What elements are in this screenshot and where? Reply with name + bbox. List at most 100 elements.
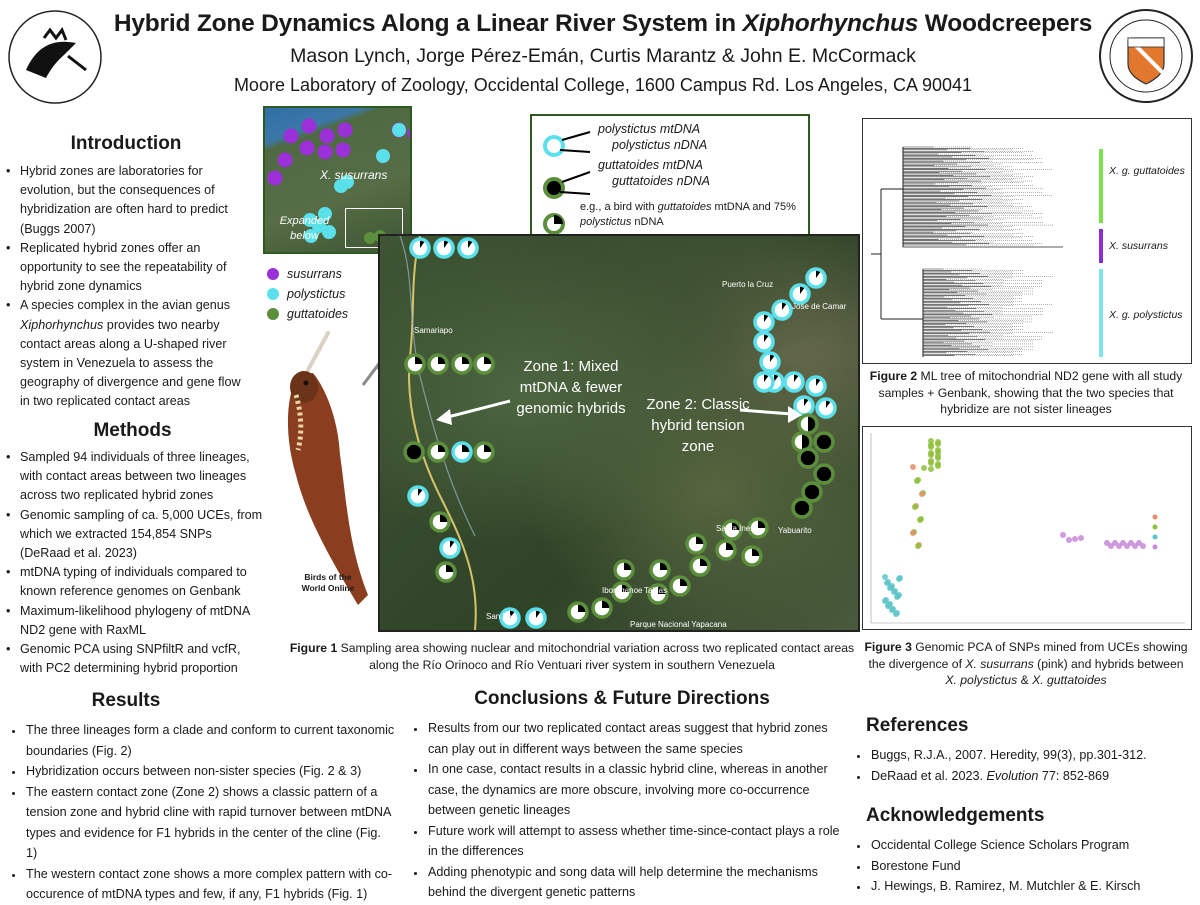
acknowledgements-heading: Acknowledgements (866, 805, 1045, 826)
conclusions-item: Adding phenotypic and song data will hel… (426, 862, 842, 903)
reference-item: Buggs, R.J.A., 2007. Heredity, 99(3), pp… (869, 745, 1195, 766)
sample-marker (499, 607, 521, 629)
methods-item: Genomic sampling of ca. 5,000 UCEs, from… (6, 506, 265, 564)
sample-marker (409, 237, 431, 259)
results-section: Results The three lineages form a clade … (0, 690, 395, 905)
authors: Mason Lynch, Jorge Pérez-Emán, Curtis Ma… (290, 45, 916, 67)
introduction-section: Introduction Hybrid zones are laboratori… (0, 133, 252, 412)
polystictus-dot (267, 288, 279, 300)
results-heading: Results (91, 690, 161, 711)
pca-point (928, 442, 934, 448)
polystictus-point (322, 225, 336, 239)
methods-section: Methods Sampled 94 individuals of three … (0, 420, 265, 678)
pca-point (910, 530, 916, 536)
place-name: Puerto la Cruz (722, 280, 774, 289)
right-logo-seal (1098, 8, 1194, 104)
key-row2-mt: guttatoides mtDNA (598, 158, 703, 172)
acknowledgement-item: Borestone Fund (869, 856, 1195, 877)
main-map: Zone 1: Mixed mtDNA & fewer genomic hybr… (378, 234, 860, 632)
pca-point (887, 585, 893, 591)
conclusions-item: Results from our two replicated contact … (426, 718, 842, 759)
pca-point (928, 466, 934, 472)
sample-marker (669, 575, 691, 597)
sample-marker (647, 583, 669, 605)
pca-point (912, 504, 918, 510)
sample-marker (689, 555, 711, 577)
sample-marker (567, 601, 589, 623)
susurrans-point (283, 128, 299, 144)
pca-point (1066, 537, 1072, 543)
conclusions-section: Conclusions & Future Directions Results … (402, 688, 842, 903)
polystictus-point (392, 123, 406, 137)
place-name: Tablas (644, 586, 668, 595)
place-name: Parque Nacional Yapacana (630, 620, 727, 629)
polystictus-point (318, 207, 332, 221)
sample-marker (407, 485, 429, 507)
inset-label-susurrans: X. susurrans (320, 168, 388, 182)
sample-marker (433, 237, 455, 259)
pca-plot (870, 433, 1185, 624)
results-item: The eastern contact zone (Zone 2) shows … (24, 782, 395, 864)
species-legend-item: guttatoides (267, 304, 377, 324)
sample-marker (805, 267, 827, 289)
sample-marker (801, 481, 823, 503)
place-name: Jose de Camar (792, 302, 847, 311)
figure1-caption: Figure 1 Sampling area showing nuclear a… (289, 641, 855, 672)
ml-tree (871, 146, 1103, 357)
inset-map-points (267, 118, 410, 244)
zone2-label: Zone 2: Classic hybrid tension zone (646, 396, 750, 455)
sample-marker (457, 237, 479, 259)
methods-item: Maximum-likelihood phylogeny of mtDNA ND… (6, 602, 265, 640)
sample-marker (525, 607, 547, 629)
figure3-pca (862, 426, 1192, 630)
guttatoides-dot (267, 308, 279, 320)
poster-title: Hybrid Zone Dynamics Along a Linear Rive… (113, 10, 1093, 37)
sample-marker (715, 539, 737, 561)
pca-point (919, 491, 925, 497)
sample-marker (473, 353, 495, 375)
reference-item: DeRaad et al. 2023. Evolution 77: 852-86… (869, 766, 1195, 787)
susurrans-point (337, 122, 353, 138)
sample-marker (403, 441, 425, 463)
pca-point (1072, 536, 1078, 542)
sample-marker (815, 397, 837, 419)
intro-item: A species complex in the avian genus Xip… (6, 296, 252, 411)
sample-marker (611, 581, 633, 603)
susurrans-point (299, 140, 315, 156)
sample-marker (473, 441, 495, 463)
sample-marker (753, 331, 775, 353)
main-map-points (399, 236, 837, 630)
intro-item: Replicated hybrid zones offer an opportu… (6, 239, 252, 297)
pca-point (1078, 535, 1084, 541)
key-symbols (543, 131, 591, 235)
inset-label-expanded: Expanded below (279, 215, 330, 242)
pca-legend-swatch (1152, 534, 1158, 540)
pca-point (1060, 532, 1066, 538)
sample-marker (793, 395, 815, 417)
clade-label: X. g. polystictus (1109, 309, 1183, 321)
sample-marker (805, 375, 827, 397)
pca-point (910, 464, 916, 470)
sample-marker (429, 511, 451, 533)
intro-item: Hybrid zones are laboratories for evolut… (6, 162, 252, 239)
place-name: Samariapo (414, 326, 453, 335)
genotype-key: polystictus mtDNA polystictus nDNA gutta… (530, 114, 810, 248)
left-logo (6, 8, 104, 106)
methods-item: Genomic PCA using SNPfiltR and vcfR, wit… (6, 640, 265, 678)
results-item: The western contact zone shows a more co… (24, 864, 395, 905)
pca-point (1140, 543, 1146, 549)
conclusions-item: Future work will attempt to assess wheth… (426, 821, 842, 862)
key-row3-example: e.g., a bird with guttatoides mtDNA and … (580, 201, 796, 228)
pca-point (885, 603, 891, 609)
bird-credit: Birds of the World Online (301, 572, 355, 593)
pca-point (917, 517, 923, 523)
pca-point (884, 580, 890, 586)
sample-marker (813, 431, 835, 453)
sample-marker (649, 559, 671, 581)
pca-point (921, 465, 927, 471)
zone1-label: Zone 1: Mixed mtDNA & fewer genomic hybr… (516, 358, 626, 417)
pca-legend-swatch (1152, 524, 1158, 530)
sample-marker (789, 283, 811, 305)
susurrans-point (267, 170, 283, 186)
place-name: San Fe (486, 612, 512, 621)
